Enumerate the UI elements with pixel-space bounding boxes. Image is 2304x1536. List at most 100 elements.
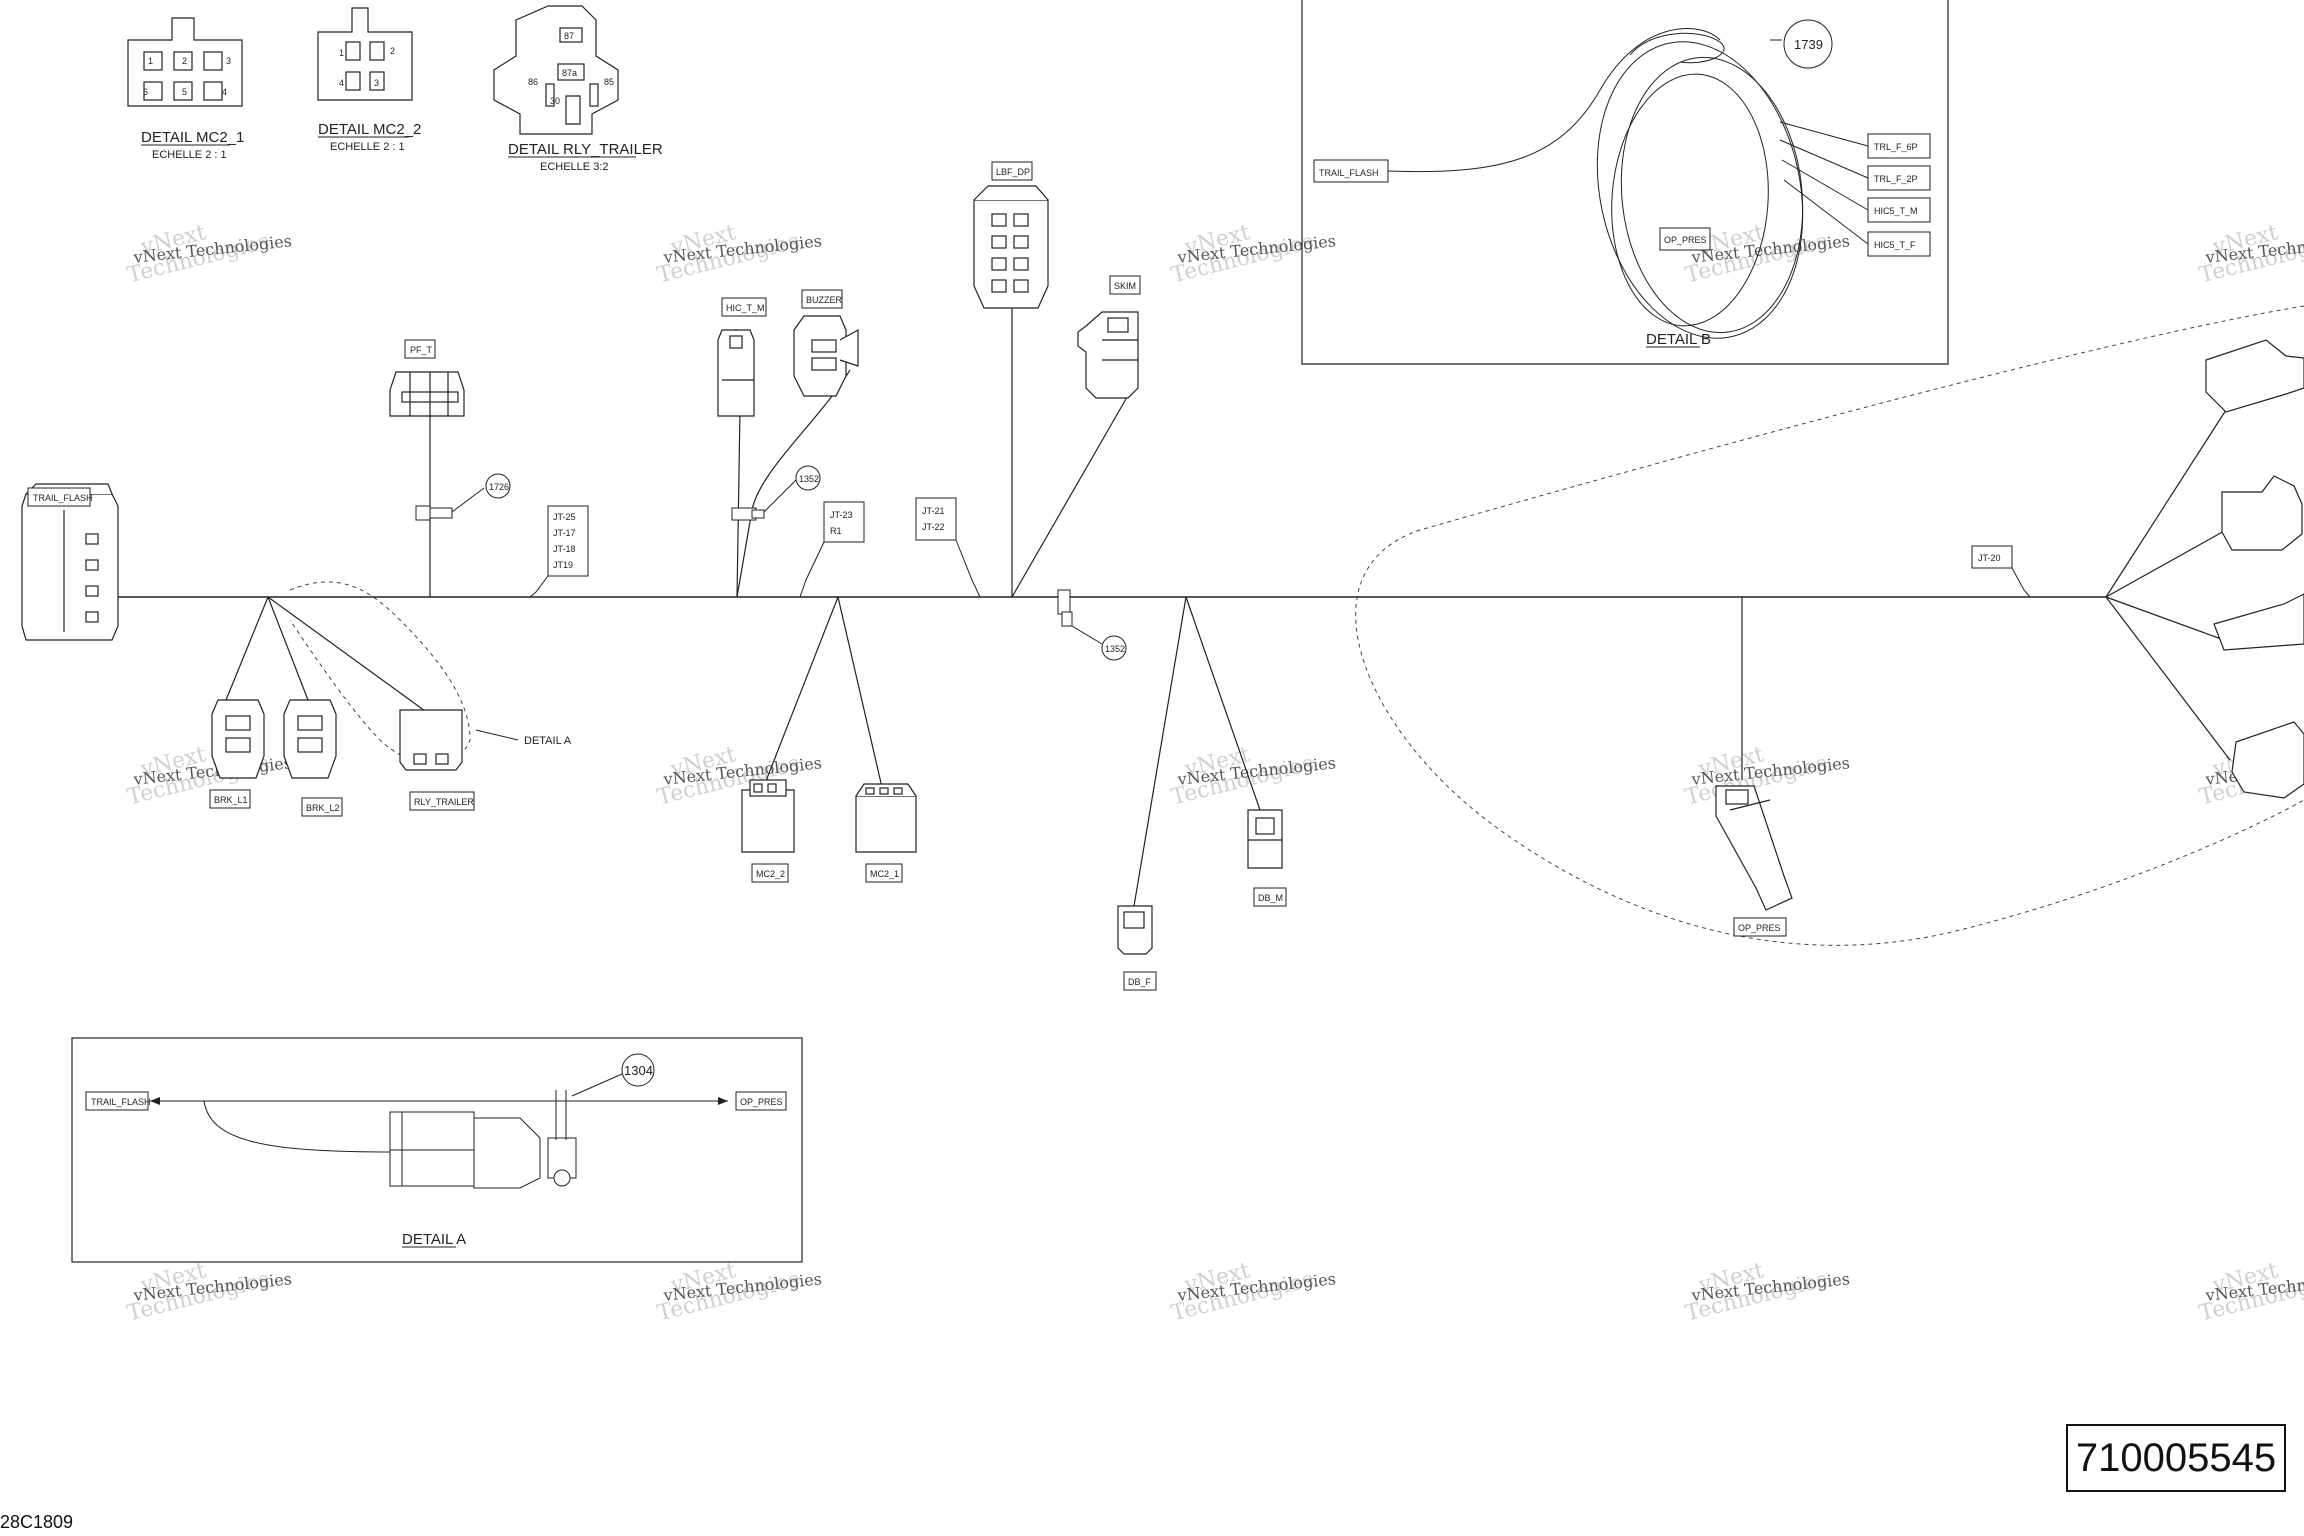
mc2-2-pin: 3 — [374, 78, 379, 88]
jt23-label: R1 — [830, 526, 842, 536]
mc2-2-connector — [741, 779, 795, 853]
pf-t-clip — [415, 505, 453, 521]
detail-b-target: HIC5_T_M — [1874, 206, 1918, 216]
detail-rly-trailer: 87 87a 86 85 30 — [493, 5, 619, 135]
mc2-1-connector — [855, 783, 917, 853]
detail-a-callout: 1304 — [624, 1063, 653, 1078]
rly-pin: 87 — [564, 31, 574, 41]
mc2-2-pin: 4 — [339, 78, 344, 88]
mc2-2-pin: 1 — [339, 48, 344, 58]
jt-label: JT-25 — [553, 512, 576, 522]
op-pres-label: OP_PRES — [1738, 923, 1781, 933]
detail-b-title: DETAIL B — [1646, 331, 1711, 348]
detail-mc2-2: 1 2 4 3 — [317, 7, 413, 101]
rly-pin: 86 — [528, 77, 538, 87]
brk-l1-connector — [211, 699, 265, 779]
mc2-1-pin: 2 — [182, 56, 187, 66]
db-f-label: DB_F — [1128, 977, 1152, 987]
jt21-label: JT-22 — [922, 522, 945, 532]
brk-l2-connector — [283, 699, 337, 779]
right-fanout — [2105, 409, 2231, 761]
mc2-1-label: MC2_1 — [870, 869, 899, 879]
detail-b-target: HIC5_T_F — [1874, 240, 1916, 250]
pf-t-label: PF_T — [410, 345, 433, 355]
detail-mc2-2-title: DETAIL MC2_2 — [318, 121, 421, 138]
skim-connector — [1077, 311, 1139, 399]
center-clip — [1057, 589, 1073, 627]
buzzer-label: BUZZER — [806, 295, 843, 305]
rly-pin: 30 — [550, 96, 560, 106]
rly-trailer-label: RLY_TRAILER — [414, 797, 474, 807]
rly-trailer-connector — [399, 709, 463, 771]
detail-a-panel: TRAIL_FLASH OP_PRES 1304 DETAIL A — [71, 1037, 803, 1263]
skim-label: SKIM — [1114, 281, 1136, 291]
detail-a-title: DETAIL A — [402, 1231, 466, 1248]
rly-pin: 87a — [562, 68, 577, 78]
detail-a-pointer: DETAIL A — [524, 735, 572, 747]
trail-flash-connector — [21, 483, 119, 641]
detail-rly-trailer-scale: ECHELLE 3:2 — [540, 161, 608, 173]
trail-flash-label-box — [27, 487, 91, 507]
part-number-box: 710005545 — [2066, 1424, 2286, 1492]
mc2-2-label: MC2_2 — [756, 869, 785, 879]
right-connectors — [2205, 339, 2304, 799]
jt20-label: JT-20 — [1978, 553, 2001, 563]
detail-mc2-2-scale: ECHELLE 2 : 1 — [330, 141, 405, 153]
detail-a-from: TRAIL_FLASH — [91, 1097, 151, 1107]
mc2-2-pin: 2 — [390, 46, 395, 56]
pf-t-connector — [389, 371, 465, 417]
jt21-label: JT-21 — [922, 506, 945, 516]
lbf-dp-connector — [973, 185, 1049, 309]
db-m-label: DB_M — [1258, 893, 1283, 903]
detail-b-source: TRAIL_FLASH — [1319, 168, 1379, 178]
jt-label: JT-17 — [553, 528, 576, 538]
op-pres-connector — [1715, 785, 1793, 911]
brk-l1-label: BRK_L1 — [214, 795, 248, 805]
callout-1352-b: 1352 — [1105, 644, 1125, 654]
brk-l2-label: BRK_L2 — [306, 803, 340, 813]
mc2-1-pin: 4 — [222, 87, 227, 97]
hic-clip — [731, 507, 765, 521]
lbf-dp-label: LBF_DP — [996, 167, 1030, 177]
detail-mc2-1-scale: ECHELLE 2 : 1 — [152, 149, 227, 161]
detail-b-callout: 1739 — [1794, 37, 1823, 52]
detail-b-target: TRL_F_2P — [1874, 174, 1918, 184]
db-f-connector — [1117, 905, 1153, 955]
trail-flash-label: TRAIL_FLASH — [33, 493, 93, 503]
callout-1726: 1726 — [489, 482, 509, 492]
detail-b-zone-outline — [1355, 305, 2304, 946]
hic-t-m-connector — [717, 329, 755, 417]
hic-t-m-label: HIC_T_M — [726, 303, 765, 313]
jt-label: JT19 — [553, 560, 573, 570]
mc2-1-pin: 3 — [226, 56, 231, 66]
mc2-1-pin: 5 — [182, 87, 187, 97]
callout-1352-a: 1352 — [799, 474, 819, 484]
detail-mc2-1-title: DETAIL MC2_1 — [141, 129, 244, 146]
detail-mc2-1: 1 2 3 6 5 4 — [127, 17, 243, 107]
mc2-1-pin: 1 — [148, 56, 153, 66]
jt23-label: JT-23 — [830, 510, 853, 520]
db-m-connector — [1247, 809, 1283, 869]
buzzer-connector — [793, 315, 859, 397]
detail-a-to: OP_PRES — [740, 1097, 783, 1107]
drawing-code: 28C1809 — [0, 1512, 74, 1532]
rly-pin: 85 — [604, 77, 614, 87]
detail-b-panel: TRAIL_FLASH 1739 OP_PRES TRL_F_6P TRL_F_… — [1301, 0, 1949, 365]
detail-b-mid: OP_PRES — [1664, 235, 1707, 245]
detail-rly-trailer-title: DETAIL RLY_TRAILER — [508, 141, 663, 158]
detail-b-target: TRL_F_6P — [1874, 142, 1918, 152]
mc2-1-pin: 6 — [143, 87, 148, 97]
